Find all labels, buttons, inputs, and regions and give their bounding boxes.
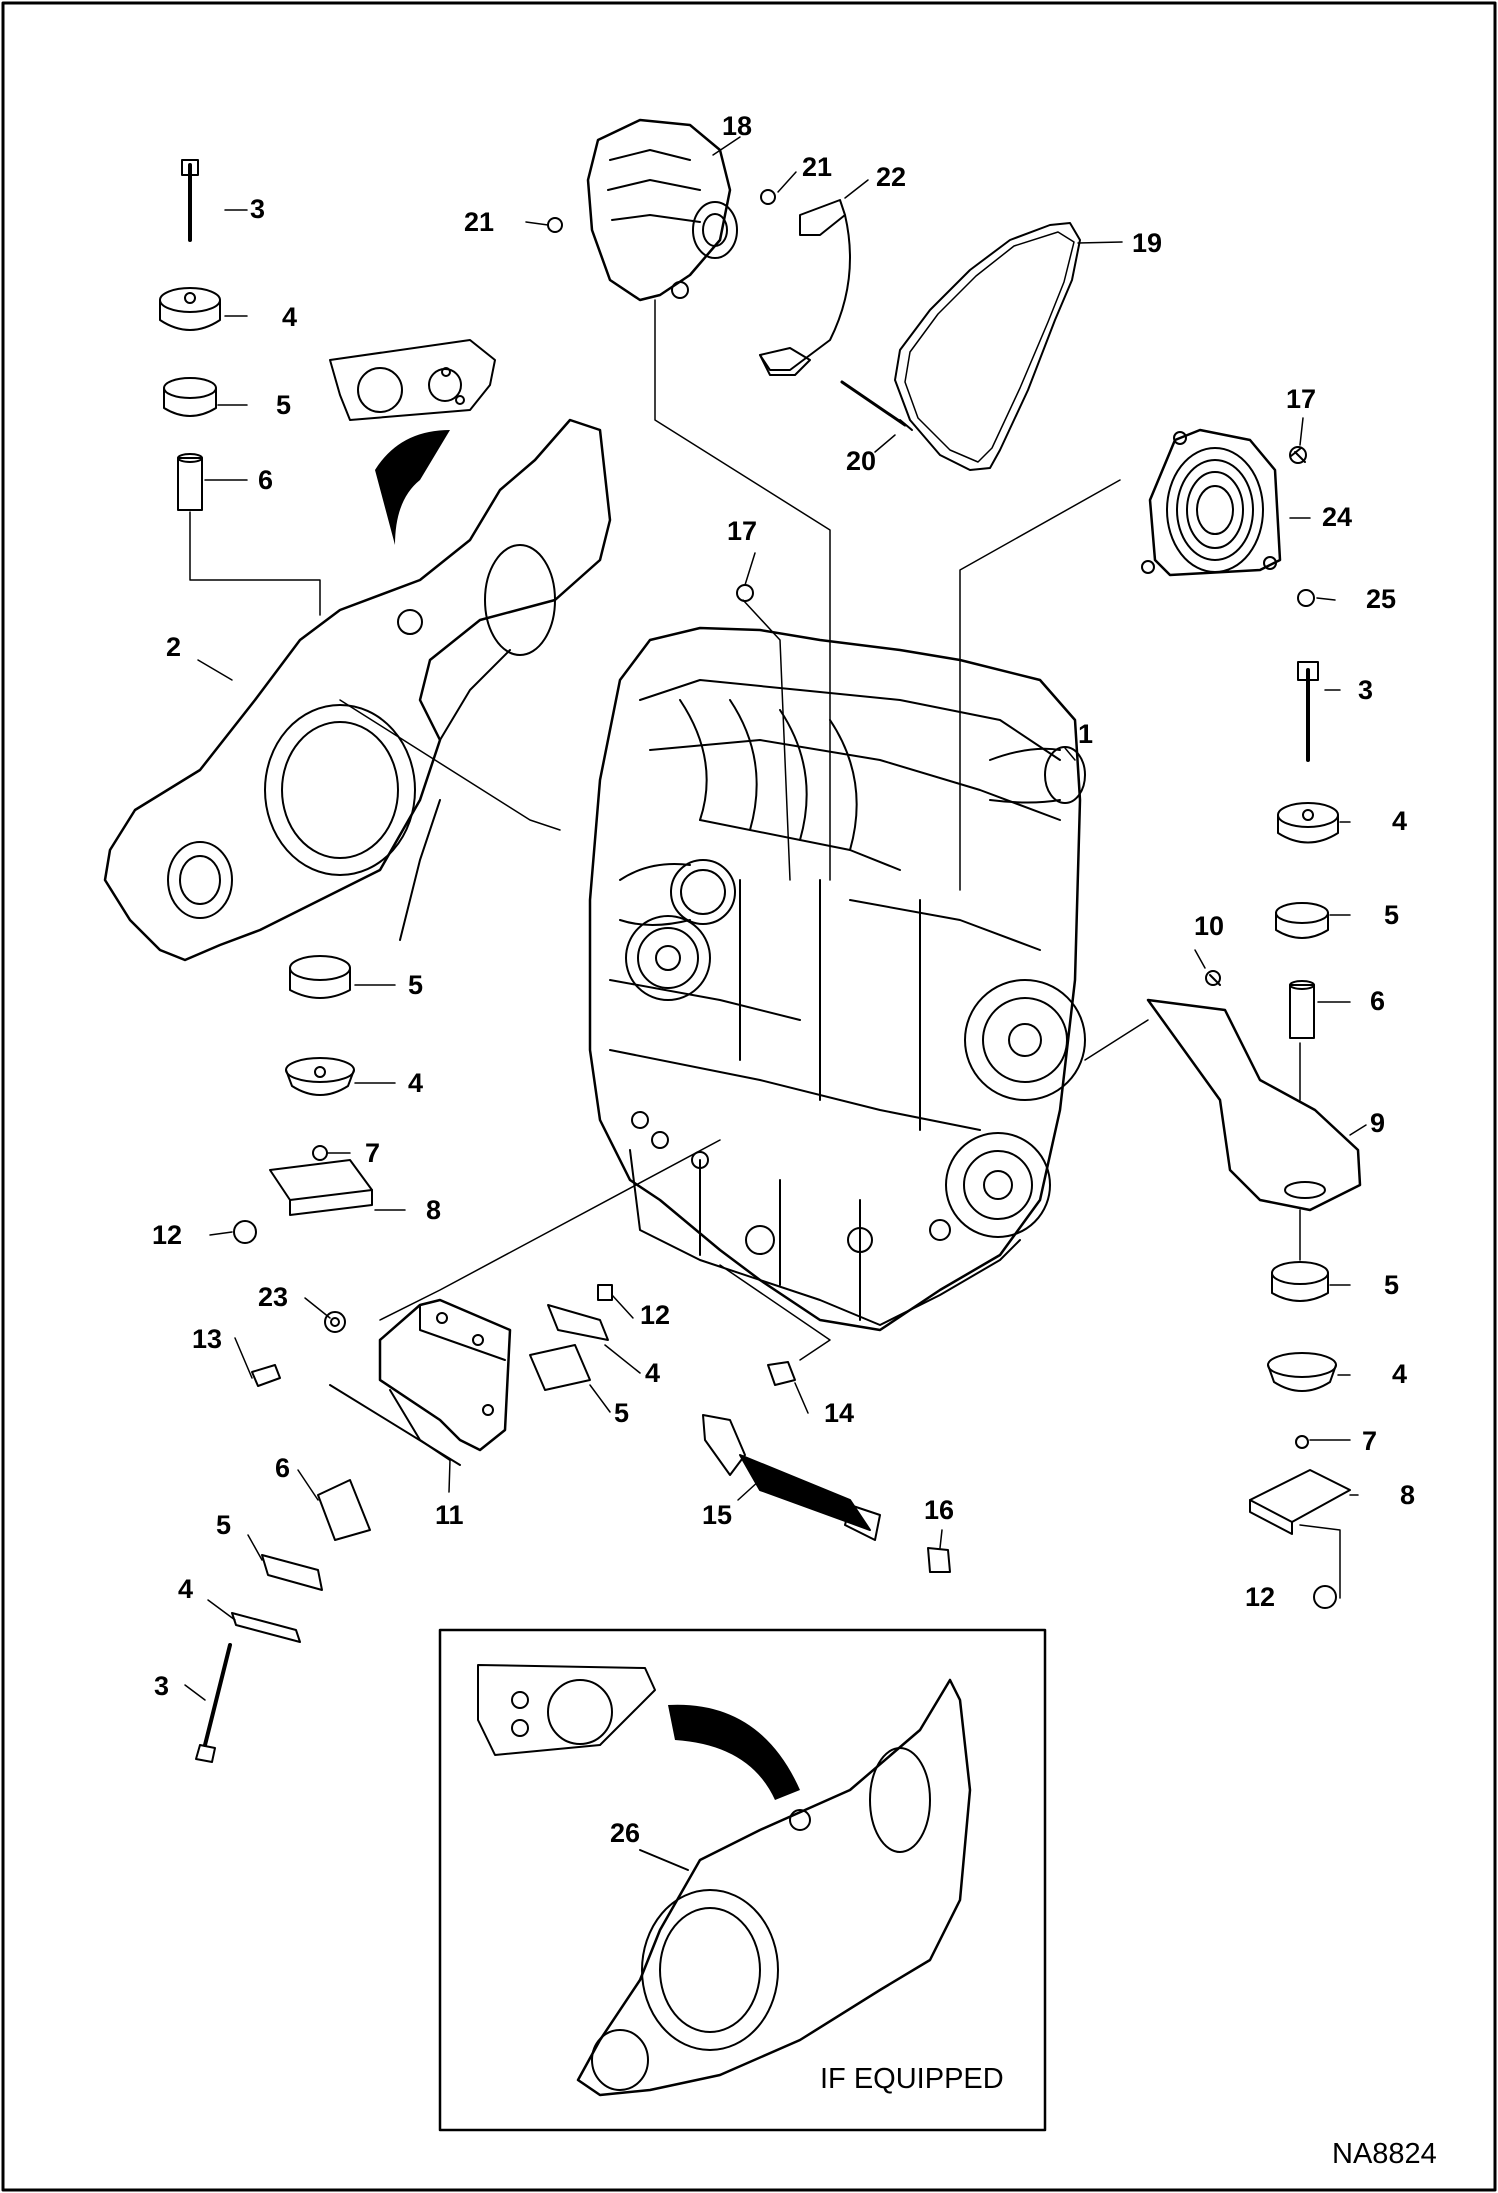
callout-17b: 17 (1286, 384, 1317, 414)
bracket-11-drawing (329, 1298, 512, 1466)
flywheel-housing-plate-2 (103, 418, 612, 962)
callout-18: 18 (722, 111, 753, 141)
bracket-22-drawing (799, 199, 846, 236)
plate-sketch-top (329, 339, 496, 421)
callout-25: 25 (1366, 584, 1397, 614)
callout-23: 23 (258, 1282, 289, 1312)
callout-20: 20 (846, 446, 877, 476)
callout-16: 16 (924, 1495, 955, 1525)
inset-plate-26 (477, 1664, 972, 2097)
callout-21a: 21 (464, 207, 495, 237)
callout-26: 26 (610, 1818, 641, 1848)
callout-19: 19 (1132, 228, 1163, 258)
callout-7a: 7 (365, 1138, 381, 1168)
callout-6c: 6 (275, 1453, 291, 1483)
callout-5b: 5 (408, 970, 424, 1000)
callout-12a: 12 (152, 1220, 183, 1250)
callout-5e: 5 (614, 1398, 630, 1428)
callout-22: 22 (876, 162, 907, 192)
right-lower-mount-stack (1249, 1261, 1351, 1609)
callout-6a: 6 (258, 465, 274, 495)
callout-3c: 3 (154, 1671, 170, 1701)
bracket-9-drawing (1146, 998, 1362, 1212)
callout-7b: 7 (1362, 1426, 1378, 1456)
callout-3a: 3 (250, 194, 266, 224)
callout-17a: 17 (727, 516, 758, 546)
inset-caption: IF EQUIPPED (820, 2063, 1004, 2095)
inset-box (438, 1628, 1047, 2132)
alternator-drawing (586, 118, 738, 302)
callout-15: 15 (702, 1500, 733, 1530)
callout-4a: 4 (282, 302, 298, 332)
callout-5a: 5 (276, 390, 292, 420)
leader-lines (184, 136, 1367, 1701)
callout-8a: 8 (426, 1195, 442, 1225)
callout-5c: 5 (1384, 900, 1400, 930)
left-upper-mount-stack (159, 159, 221, 511)
callout-2: 2 (166, 632, 182, 662)
callout-5d: 5 (1384, 1270, 1400, 1300)
callout-10: 10 (1194, 911, 1225, 941)
engine-assembly (588, 626, 1086, 1332)
callout-6b: 6 (1370, 986, 1386, 1016)
callout-8b: 8 (1400, 1480, 1416, 1510)
callout-24: 24 (1322, 502, 1353, 532)
callout-13: 13 (192, 1324, 223, 1354)
callout-1: 1 (1078, 719, 1094, 749)
left-lower-mount-stack (233, 955, 373, 1244)
belt-drawing (894, 222, 1081, 471)
callout-12b: 12 (640, 1300, 671, 1330)
callout-3b: 3 (1358, 675, 1374, 705)
drain-hose-drawing (702, 1361, 951, 1573)
right-upper-mount-stack (1275, 661, 1339, 1039)
callout-12c: 12 (1245, 1582, 1276, 1612)
callout-4f: 4 (178, 1574, 194, 1604)
callout-4c: 4 (1392, 806, 1408, 836)
callout-4b: 4 (408, 1068, 424, 1098)
callout-4e: 4 (645, 1358, 661, 1388)
callout-9: 9 (1370, 1108, 1386, 1138)
callout-14: 14 (824, 1398, 855, 1428)
callout-4d: 4 (1392, 1359, 1408, 1389)
callout-21b: 21 (802, 152, 833, 182)
callout-5f: 5 (216, 1510, 232, 1540)
black-arrow-1 (375, 430, 450, 545)
document-code: NA8824 (1332, 2138, 1437, 2170)
callout-11: 11 (435, 1500, 464, 1530)
fan-drawing (1141, 428, 1282, 577)
